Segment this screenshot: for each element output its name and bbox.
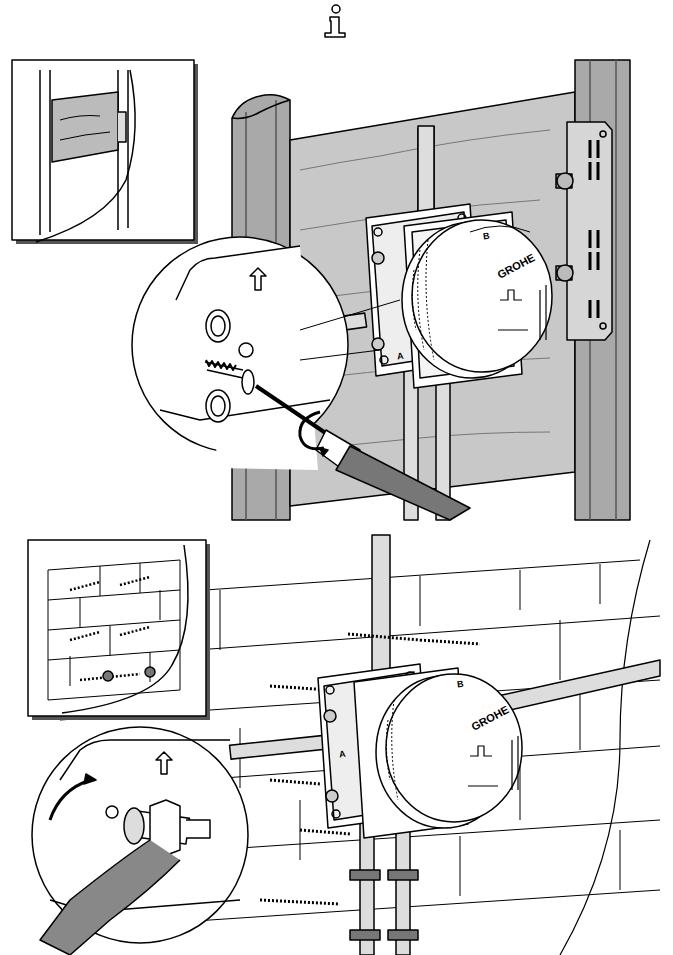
magnifier-screw xyxy=(132,237,400,470)
printed-label: B xyxy=(482,232,490,242)
printed-label: B xyxy=(456,680,464,690)
printed-label: A xyxy=(396,352,404,362)
info-icon xyxy=(325,5,345,37)
concealed-body xyxy=(318,664,522,838)
magnifier-wrench xyxy=(32,727,248,955)
printed-label: A xyxy=(338,750,346,760)
pipes xyxy=(230,535,660,955)
inset-frame xyxy=(12,60,198,244)
concealed-body xyxy=(366,204,552,388)
screwdriver xyxy=(256,386,470,520)
inset-brick xyxy=(28,540,210,720)
